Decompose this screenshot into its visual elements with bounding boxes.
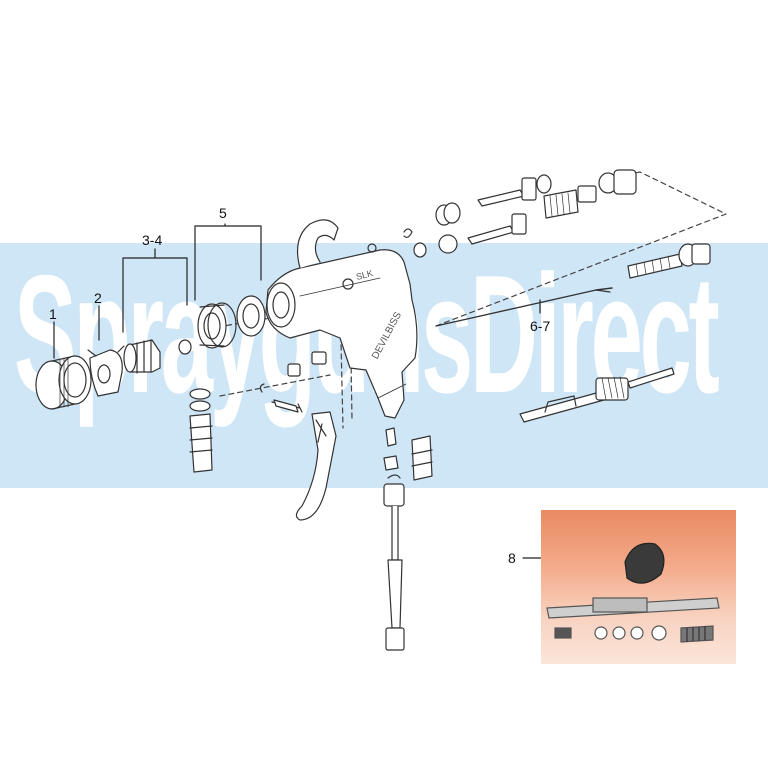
air-cap-ring <box>35 355 92 410</box>
fluid-nozzle <box>123 339 192 374</box>
callout-6-7: 6-7 <box>530 318 551 334</box>
trigger <box>295 411 337 521</box>
callout-8: 8 <box>508 550 516 566</box>
air-adjustment-valve <box>383 483 405 651</box>
needle-packing-parts <box>403 169 711 279</box>
small-fittings <box>189 351 327 473</box>
air-valve-shaft <box>519 367 675 423</box>
repair-kit-photo <box>541 510 736 664</box>
air-cap <box>87 345 125 397</box>
retaining-ring <box>236 295 266 337</box>
callout-2: 2 <box>94 290 102 306</box>
repair-kit-items <box>546 542 720 643</box>
callout-5: 5 <box>219 205 227 221</box>
callout-brackets <box>53 223 542 559</box>
baffle <box>197 302 237 349</box>
spray-gun-body <box>265 219 418 419</box>
callout-3-4: 3-4 <box>142 232 163 248</box>
callout-1: 1 <box>49 306 57 322</box>
fluid-inlet-fitting <box>383 427 433 481</box>
fluid-needle <box>435 287 613 327</box>
